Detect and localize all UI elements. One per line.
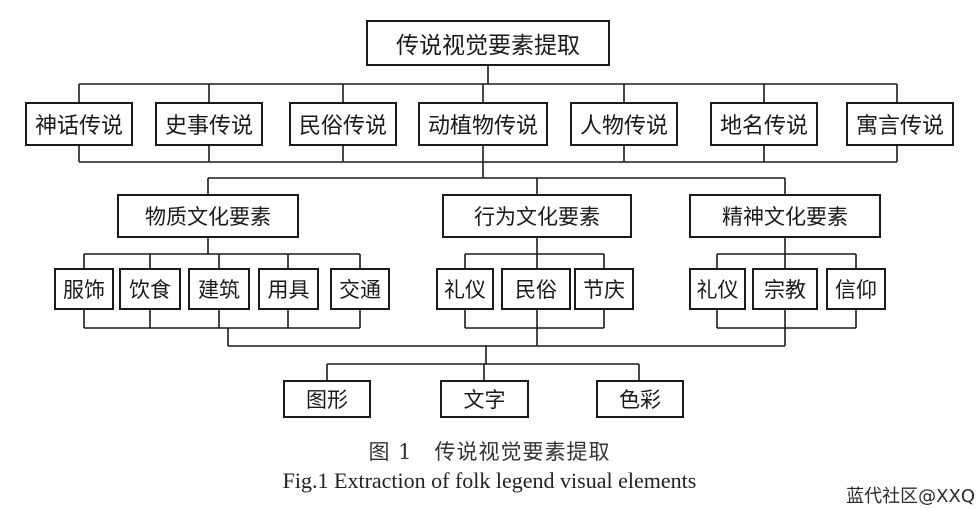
legend-type-label: 神话传说: [34, 114, 123, 139]
behavior-culture-box: 行为文化要素: [442, 194, 632, 238]
legend-type-label: 史事传说: [164, 114, 253, 139]
material-culture-box: 物质文化要素: [117, 194, 299, 238]
figure-caption-english: Fig.1 Extraction of folk legend visual e…: [282, 468, 697, 493]
legend-type-figure: 人物传说: [570, 102, 678, 146]
spirit-culture-label: 精神文化要素: [722, 205, 848, 229]
legend-type-label: 地名传说: [719, 114, 808, 139]
spirit-item-label: 信仰: [835, 278, 877, 302]
material-item-label: 饮食: [129, 278, 171, 302]
behavior-item-label: 节庆: [583, 278, 625, 302]
material-item-architecture: 建筑: [188, 268, 250, 310]
material-culture-label: 物质文化要素: [145, 205, 271, 229]
legend-type-label: 民俗传说: [298, 114, 387, 139]
legend-type-label: 动植物传说: [427, 114, 538, 139]
visual-element-graphic: 图形: [283, 380, 371, 418]
behavior-item-folk-custom: 民俗: [501, 268, 571, 310]
behavior-item-label: 民俗: [515, 278, 557, 302]
behavior-item-etiquette: 礼仪: [436, 268, 494, 310]
visual-element-label: 色彩: [619, 388, 661, 412]
legend-type-label: 人物传说: [579, 114, 668, 139]
behavior-culture-label: 行为文化要素: [474, 205, 600, 229]
legend-type-fable: 寓言传说: [846, 102, 954, 146]
material-item-clothing: 服饰: [54, 268, 114, 310]
material-item-label: 服饰: [63, 278, 105, 302]
material-item-utensils: 用具: [258, 268, 319, 310]
material-item-food: 饮食: [119, 268, 181, 310]
diagram-title: 传说视觉要素提取: [396, 33, 580, 59]
legend-type-place-name: 地名传说: [710, 102, 818, 146]
watermark: 蓝代社区@XXQ: [846, 486, 975, 507]
material-item-label: 建筑: [198, 278, 240, 302]
legend-type-flora-fauna: 动植物传说: [418, 102, 548, 146]
legend-type-myth: 神话传说: [25, 102, 133, 146]
visual-element-color: 色彩: [596, 380, 684, 418]
visual-element-label: 图形: [306, 388, 348, 412]
figure-caption-chinese: 图 1 传说视觉要素提取: [368, 440, 611, 464]
spirit-culture-box: 精神文化要素: [689, 194, 881, 238]
legend-type-folk-custom: 民俗传说: [289, 102, 397, 146]
diagram-title-box: 传说视觉要素提取: [366, 20, 610, 66]
material-item-transport: 交通: [330, 268, 390, 310]
material-item-label: 交通: [339, 278, 381, 302]
spirit-item-label: 宗教: [764, 278, 806, 302]
spirit-item-etiquette: 礼仪: [689, 268, 746, 310]
visual-element-label: 文字: [463, 388, 506, 412]
material-item-label: 用具: [267, 278, 310, 302]
behavior-item-festival: 节庆: [574, 268, 634, 310]
spirit-item-belief: 信仰: [826, 268, 886, 310]
legend-type-historical: 史事传说: [155, 102, 263, 146]
legend-type-label: 寓言传说: [855, 114, 944, 139]
behavior-item-label: 礼仪: [444, 278, 486, 302]
spirit-item-religion: 宗教: [752, 268, 818, 310]
spirit-item-label: 礼仪: [696, 278, 739, 302]
visual-element-text: 文字: [440, 380, 529, 418]
